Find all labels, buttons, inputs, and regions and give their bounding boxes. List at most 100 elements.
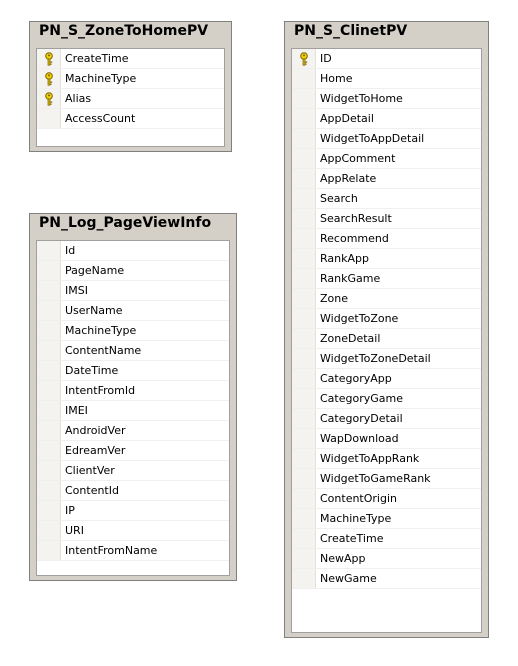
column-row[interactable]: Search <box>292 189 481 209</box>
primary-key-icon <box>298 51 310 66</box>
row-selector[interactable] <box>37 241 61 260</box>
column-row[interactable]: CreateTime <box>37 49 224 69</box>
column-name: ClientVer <box>65 464 115 477</box>
column-row[interactable]: ContentId <box>37 481 229 501</box>
column-row[interactable]: AccessCount <box>37 109 224 129</box>
row-selector[interactable] <box>292 529 316 548</box>
row-selector[interactable] <box>292 289 316 308</box>
column-row[interactable]: WidgetToAppRank <box>292 449 481 469</box>
row-selector[interactable] <box>37 361 61 380</box>
column-row[interactable]: Alias <box>37 89 224 109</box>
row-selector[interactable] <box>292 449 316 468</box>
row-selector[interactable] <box>292 349 316 368</box>
column-row[interactable]: ContentName <box>37 341 229 361</box>
row-selector[interactable] <box>292 469 316 488</box>
row-selector[interactable] <box>292 269 316 288</box>
column-row[interactable]: WidgetToZone <box>292 309 481 329</box>
column-row[interactable]: PageName <box>37 261 229 281</box>
column-row[interactable]: AndroidVer <box>37 421 229 441</box>
column-row[interactable]: CategoryGame <box>292 389 481 409</box>
column-row[interactable]: DateTime <box>37 361 229 381</box>
column-row[interactable]: Recommend <box>292 229 481 249</box>
row-selector[interactable] <box>292 89 316 108</box>
column-row[interactable]: AppComment <box>292 149 481 169</box>
row-selector[interactable] <box>292 229 316 248</box>
column-name: EdreamVer <box>65 444 126 457</box>
column-row[interactable]: ClientVer <box>37 461 229 481</box>
column-row[interactable]: ID <box>292 49 481 69</box>
row-selector[interactable] <box>292 189 316 208</box>
row-selector[interactable] <box>37 281 61 300</box>
row-selector[interactable] <box>292 69 316 88</box>
column-row[interactable]: WidgetToAppDetail <box>292 129 481 149</box>
column-row[interactable]: WidgetToGameRank <box>292 469 481 489</box>
column-row[interactable]: ZoneDetail <box>292 329 481 349</box>
row-selector[interactable] <box>292 109 316 128</box>
row-selector[interactable] <box>37 321 61 340</box>
row-selector[interactable] <box>37 381 61 400</box>
column-row[interactable]: CreateTime <box>292 529 481 549</box>
row-selector[interactable] <box>37 481 61 500</box>
row-selector[interactable] <box>292 209 316 228</box>
row-selector[interactable] <box>292 309 316 328</box>
row-selector[interactable] <box>292 389 316 408</box>
column-row[interactable]: SearchResult <box>292 209 481 229</box>
column-row[interactable]: AppRelate <box>292 169 481 189</box>
row-selector[interactable] <box>37 501 61 520</box>
column-row[interactable]: Home <box>292 69 481 89</box>
row-selector[interactable] <box>292 149 316 168</box>
column-row[interactable]: MachineType <box>37 321 229 341</box>
row-selector[interactable] <box>37 109 61 128</box>
column-row[interactable]: Zone <box>292 289 481 309</box>
row-selector[interactable] <box>292 509 316 528</box>
row-selector[interactable] <box>292 129 316 148</box>
column-row[interactable]: AppDetail <box>292 109 481 129</box>
row-selector[interactable] <box>292 329 316 348</box>
column-row[interactable]: IMSI <box>37 281 229 301</box>
column-name: WidgetToHome <box>320 92 403 105</box>
column-row[interactable]: IP <box>37 501 229 521</box>
column-row[interactable]: MachineType <box>292 509 481 529</box>
column-name: Alias <box>65 92 92 105</box>
row-selector[interactable] <box>292 549 316 568</box>
row-selector[interactable] <box>37 421 61 440</box>
column-row[interactable]: ContentOrigin <box>292 489 481 509</box>
row-selector[interactable] <box>292 429 316 448</box>
column-row[interactable]: NewApp <box>292 549 481 569</box>
column-row[interactable]: Id <box>37 241 229 261</box>
column-row[interactable]: NewGame <box>292 569 481 589</box>
column-row[interactable]: WapDownload <box>292 429 481 449</box>
row-selector[interactable] <box>292 369 316 388</box>
column-row[interactable]: WidgetToHome <box>292 89 481 109</box>
row-selector[interactable] <box>37 341 61 360</box>
column-row[interactable]: CategoryApp <box>292 369 481 389</box>
column-row[interactable]: URI <box>37 521 229 541</box>
column-row[interactable]: CategoryDetail <box>292 409 481 429</box>
column-row[interactable]: UserName <box>37 301 229 321</box>
row-selector[interactable] <box>292 569 316 588</box>
row-selector[interactable] <box>37 461 61 480</box>
row-selector[interactable] <box>292 249 316 268</box>
row-selector[interactable] <box>292 409 316 428</box>
row-selector[interactable] <box>37 401 61 420</box>
row-selector[interactable] <box>37 541 61 560</box>
column-name: Home <box>320 72 353 85</box>
row-selector[interactable] <box>37 261 61 280</box>
column-row[interactable]: RankApp <box>292 249 481 269</box>
row-selector[interactable] <box>37 301 61 320</box>
column-name: IntentFromId <box>65 384 136 397</box>
column-row[interactable]: IMEI <box>37 401 229 421</box>
row-selector[interactable] <box>292 169 316 188</box>
column-row[interactable]: IntentFromName <box>37 541 229 561</box>
row-selector[interactable] <box>292 489 316 508</box>
row-selector[interactable] <box>37 441 61 460</box>
column-row[interactable]: WidgetToZoneDetail <box>292 349 481 369</box>
column-row[interactable]: MachineType <box>37 69 224 89</box>
column-row[interactable]: RankGame <box>292 269 481 289</box>
column-row[interactable]: EdreamVer <box>37 441 229 461</box>
row-selector[interactable] <box>37 521 61 540</box>
column-row[interactable]: IntentFromId <box>37 381 229 401</box>
